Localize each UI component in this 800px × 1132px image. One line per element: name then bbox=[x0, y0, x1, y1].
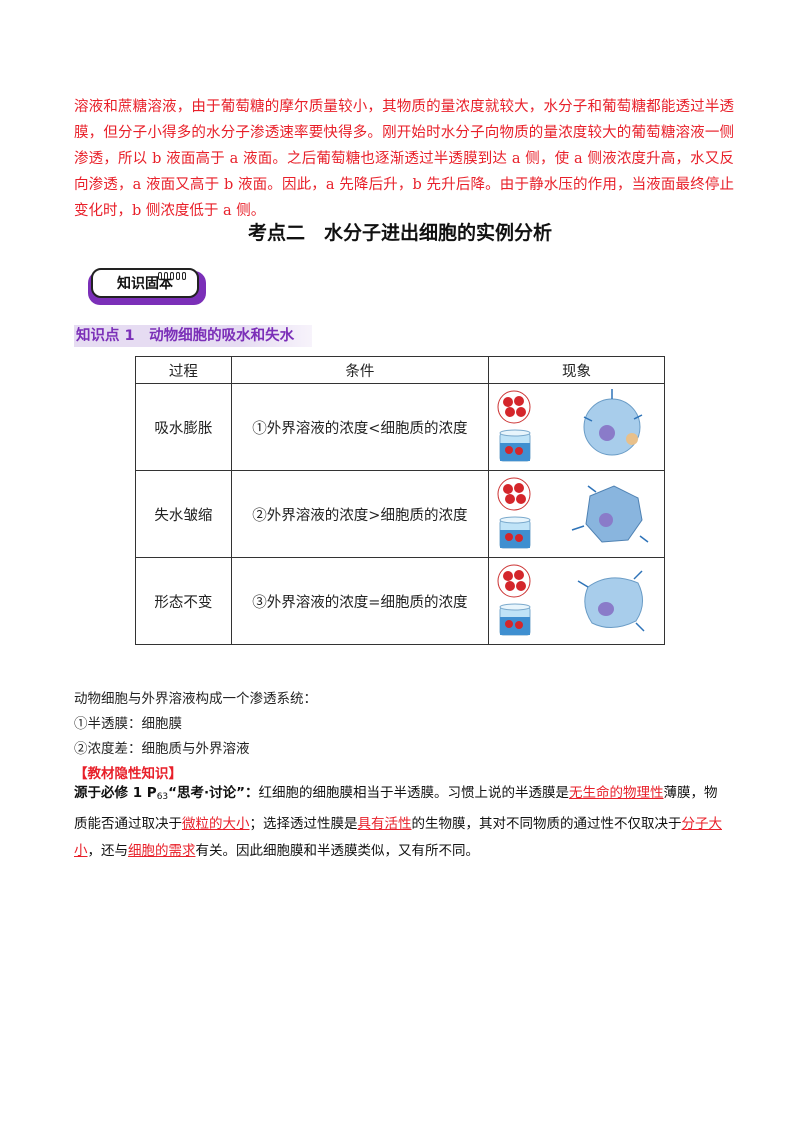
text-segment: 红细胞的细胞膜相当于半透膜。习惯上说的半透膜是 bbox=[258, 785, 570, 801]
phenomenon-cell bbox=[488, 470, 665, 558]
text-segment: 有关。因此细胞膜和半透膜类似，又有所不同。 bbox=[195, 843, 480, 859]
table-header-row: 过程 条件 现象 bbox=[135, 356, 665, 384]
process-cell: 失水皱缩 bbox=[135, 470, 232, 558]
shrunken-cell-image bbox=[492, 474, 662, 554]
header-phenomenon: 现象 bbox=[488, 356, 665, 384]
source-lead: 源于必修 1 P bbox=[74, 785, 157, 801]
condition-cell: ③外界溶液的浓度=细胞质的浓度 bbox=[230, 557, 490, 645]
condition-cell: ①外界溶液的浓度<细胞质的浓度 bbox=[230, 383, 490, 471]
normal-cell-image bbox=[492, 561, 662, 641]
text-segment: 的生物膜，其对不同物质的通过性不仅取决于 bbox=[411, 816, 682, 832]
hidden-knowledge-heading: 【教材隐性知识】 bbox=[74, 766, 182, 782]
knowledge-point-heading: 知识点 1 动物细胞的吸水和失水 bbox=[74, 325, 312, 347]
osmosis-intro: 动物细胞与外界溶液构成一个渗透系统： bbox=[74, 691, 317, 707]
process-cell: 形态不变 bbox=[135, 557, 232, 645]
source-rest: “思考·讨论”： bbox=[168, 785, 259, 801]
answer-blank: 无生命的物理性 bbox=[569, 785, 664, 801]
answer-blank: 细胞的需求 bbox=[128, 843, 196, 859]
knowledge-badge: 知识固本 bbox=[88, 267, 210, 305]
answer-blank: 微粒的大小 bbox=[182, 816, 250, 832]
badge-label: 知识固本 bbox=[91, 268, 199, 298]
text-segment: ，还与 bbox=[87, 843, 129, 859]
source-page: 63 bbox=[156, 792, 169, 802]
process-cell: 吸水膨胀 bbox=[135, 383, 232, 471]
table-row: 形态不变 ③外界溶液的浓度=细胞质的浓度 bbox=[135, 557, 665, 645]
condition-cell: ②外界溶液的浓度>细胞质的浓度 bbox=[230, 470, 490, 558]
osmosis-point-2: ②浓度差：细胞质与外界溶液 bbox=[74, 741, 250, 757]
phenomenon-cell bbox=[488, 383, 665, 471]
header-process: 过程 bbox=[135, 356, 232, 384]
intro-paragraph: 溶液和蔗糖溶液，由于葡萄糖的摩尔质量较小，其物质的量浓度就较大，水分子和葡萄糖都… bbox=[74, 99, 734, 219]
section-title: 考点二 水分子进出细胞的实例分析 bbox=[247, 222, 552, 244]
text-segment: 薄膜，物质能否通过取决于 bbox=[74, 785, 718, 832]
cell-water-table: 过程 条件 现象 吸水膨胀 ①外界溶液的浓度<细胞质的浓度 bbox=[135, 356, 665, 645]
table-row: 吸水膨胀 ①外界溶液的浓度<细胞质的浓度 bbox=[135, 383, 665, 471]
answer-blank: 具有活性 bbox=[357, 816, 412, 832]
header-condition: 条件 bbox=[230, 356, 490, 384]
text-segment: ；选择透过性膜是 bbox=[249, 816, 358, 832]
answer-blank: 分子大小 bbox=[74, 816, 722, 859]
osmosis-point-1: ①半透膜：细胞膜 bbox=[74, 716, 182, 732]
phenomenon-cell bbox=[488, 557, 665, 645]
notebook-rings-icon bbox=[158, 265, 198, 280]
table-row: 失水皱缩 ②外界溶液的浓度>细胞质的浓度 bbox=[135, 470, 665, 558]
hidden-knowledge-paragraph: 源于必修 1 P63“思考·讨论”：红细胞的细胞膜相当于半透膜。习惯上说的半透膜… bbox=[74, 780, 730, 865]
swollen-cell-image bbox=[492, 387, 662, 467]
